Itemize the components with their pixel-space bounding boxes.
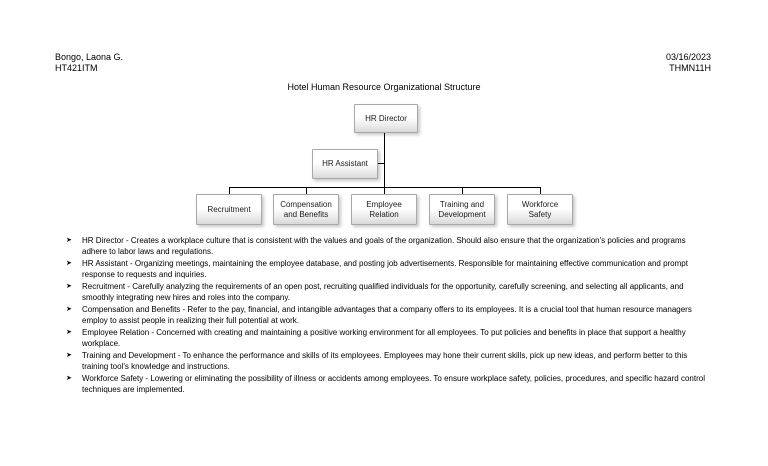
list-item-text: Training and Development - To enhance th… <box>82 351 688 371</box>
list-item: ➤ Workforce Safety - Lowering or elimina… <box>66 373 710 395</box>
arrow-bullet-icon: ➤ <box>66 306 72 313</box>
connector-stub-training <box>462 187 463 194</box>
connector-stub-workforce-safety <box>540 187 541 194</box>
connector-director-down <box>384 133 385 187</box>
arrow-bullet-icon: ➤ <box>66 260 72 267</box>
connector-stub-employee-relation <box>384 187 385 194</box>
course-code: HT421ITM <box>55 63 98 73</box>
org-node-workforce-safety: Workforce Safety <box>507 194 573 225</box>
connector-assistant-stub <box>378 163 385 164</box>
org-node-training-development: Training and Development <box>429 194 495 225</box>
student-name: Bongo, Laona G. <box>55 52 124 62</box>
connector-horizontal <box>229 187 541 188</box>
list-item-text: HR Assistant - Organizing meetings, main… <box>82 259 688 279</box>
org-chart: HR Director HR Assistant Recruitment Com… <box>196 104 573 225</box>
connector-stub-compensation <box>306 187 307 194</box>
arrow-bullet-icon: ➤ <box>66 237 72 244</box>
arrow-bullet-icon: ➤ <box>66 283 72 290</box>
list-item: ➤ Recruitment - Carefully analyzing the … <box>66 281 710 303</box>
list-item: ➤ HR Director - Creates a workplace cult… <box>66 235 710 257</box>
list-item: ➤ Employee Relation - Concerned with cre… <box>66 327 710 349</box>
connector-stub-recruitment <box>229 187 230 194</box>
arrow-bullet-icon: ➤ <box>66 329 72 336</box>
list-item-text: Workforce Safety - Lowering or eliminati… <box>82 374 705 394</box>
list-item: ➤ Compensation and Benefits - Refer to t… <box>66 304 710 326</box>
list-item-text: Employee Relation - Concerned with creat… <box>82 328 686 348</box>
list-item: ➤ HR Assistant - Organizing meetings, ma… <box>66 258 710 280</box>
section-code: THMN11H <box>669 63 711 73</box>
list-item-text: Recruitment - Carefully analyzing the re… <box>82 282 684 302</box>
role-description-list: ➤ HR Director - Creates a workplace cult… <box>66 235 710 396</box>
list-item-text: HR Director - Creates a workplace cultur… <box>82 236 686 256</box>
arrow-bullet-icon: ➤ <box>66 375 72 382</box>
list-item-text: Compensation and Benefits - Refer to the… <box>82 305 692 325</box>
page-title: Hotel Human Resource Organizational Stru… <box>287 82 481 92</box>
arrow-bullet-icon: ➤ <box>66 352 72 359</box>
org-node-hr-director: HR Director <box>354 104 418 133</box>
org-node-hr-assistant: HR Assistant <box>312 149 378 179</box>
org-node-employee-relation: Employee Relation <box>351 194 417 225</box>
date: 03/16/2023 <box>665 52 711 62</box>
header-left: Bongo, Laona G.HT421ITM <box>55 52 123 74</box>
list-item: ➤ Training and Development - To enhance … <box>66 350 710 372</box>
org-node-compensation-benefits: Compensation and Benefits <box>273 194 339 225</box>
org-node-recruitment: Recruitment <box>196 194 262 225</box>
